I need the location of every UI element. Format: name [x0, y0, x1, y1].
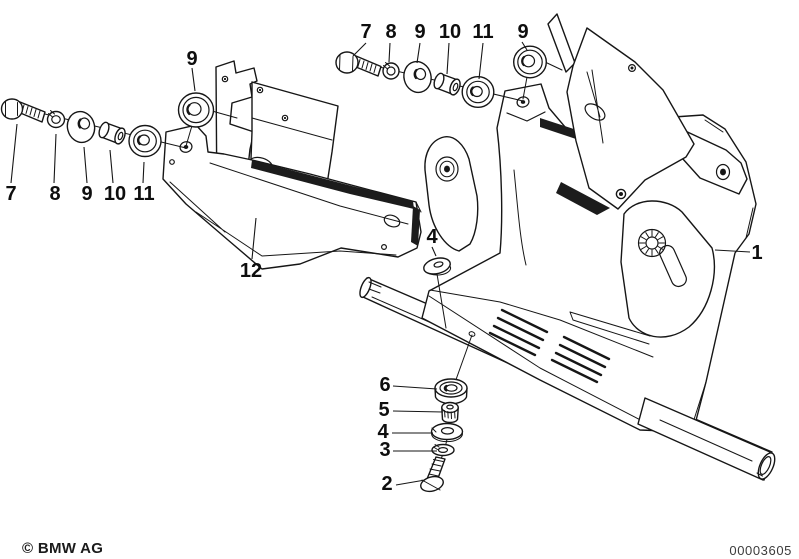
hardware-bottom-stack	[420, 378, 468, 493]
callout-11-mid[interactable]: 11	[472, 21, 493, 43]
center-washer-part	[423, 257, 452, 276]
callout-4-center[interactable]: 4	[426, 226, 438, 248]
hex-bolt-stack-part	[420, 456, 446, 493]
left-bracket-part	[162, 60, 422, 270]
main-bracket-part	[421, 13, 757, 433]
washer-stack-part	[430, 422, 464, 443]
leader-lines	[10, 41, 751, 486]
callouts: 7 8 9 10 11 9 7 8 9 10 11 9 1 12 4 6 5 4…	[5, 21, 762, 495]
cross-tube-end	[637, 397, 776, 481]
lock-washer-stack-part	[431, 443, 455, 457]
callout-11-left[interactable]: 11	[133, 183, 154, 205]
grommet-bracket-part	[513, 45, 548, 79]
hardware-left-row	[0, 98, 162, 158]
washer-mid	[403, 60, 432, 94]
callout-6-stack[interactable]: 6	[379, 374, 390, 396]
lock-washer-mid	[382, 62, 400, 80]
grommet-mid	[461, 75, 495, 108]
spacer-sleeve-left	[98, 121, 126, 145]
callout-10-mid[interactable]: 10	[439, 21, 461, 43]
bush-stack-part	[441, 401, 459, 424]
callout-3-stack[interactable]: 3	[379, 439, 390, 461]
hex-bolt-left	[0, 98, 46, 123]
callout-2-stack[interactable]: 2	[381, 473, 392, 495]
grommet-top-left-part	[177, 92, 215, 128]
callout-4-stack[interactable]: 4	[377, 421, 389, 443]
callout-7-mid[interactable]: 7	[360, 21, 371, 43]
callout-10-left[interactable]: 10	[104, 183, 126, 205]
hardware-mid-row	[335, 45, 548, 108]
grommet-stack-part	[434, 378, 468, 405]
copyright-notice: © BMW AG	[22, 540, 104, 557]
spacer-sleeve-mid	[433, 72, 461, 96]
image-number: 00003605	[729, 543, 792, 558]
grommet-left	[128, 124, 162, 158]
callout-5-stack[interactable]: 5	[378, 399, 389, 421]
callout-8-mid[interactable]: 8	[385, 21, 396, 43]
callout-9-bracket[interactable]: 9	[517, 21, 528, 43]
callout-7-left[interactable]: 7	[5, 183, 16, 205]
callout-1[interactable]: 1	[751, 242, 762, 264]
lock-washer-left	[46, 110, 66, 129]
callout-9-left[interactable]: 9	[81, 183, 92, 205]
callout-9-mid[interactable]: 9	[414, 21, 425, 43]
mount-hole	[468, 331, 476, 337]
callout-8-left[interactable]: 8	[49, 183, 60, 205]
callout-12[interactable]: 12	[240, 260, 262, 282]
hex-bolt-mid	[335, 51, 382, 77]
callout-9-top-left[interactable]: 9	[186, 48, 197, 70]
washer-left	[66, 110, 96, 144]
